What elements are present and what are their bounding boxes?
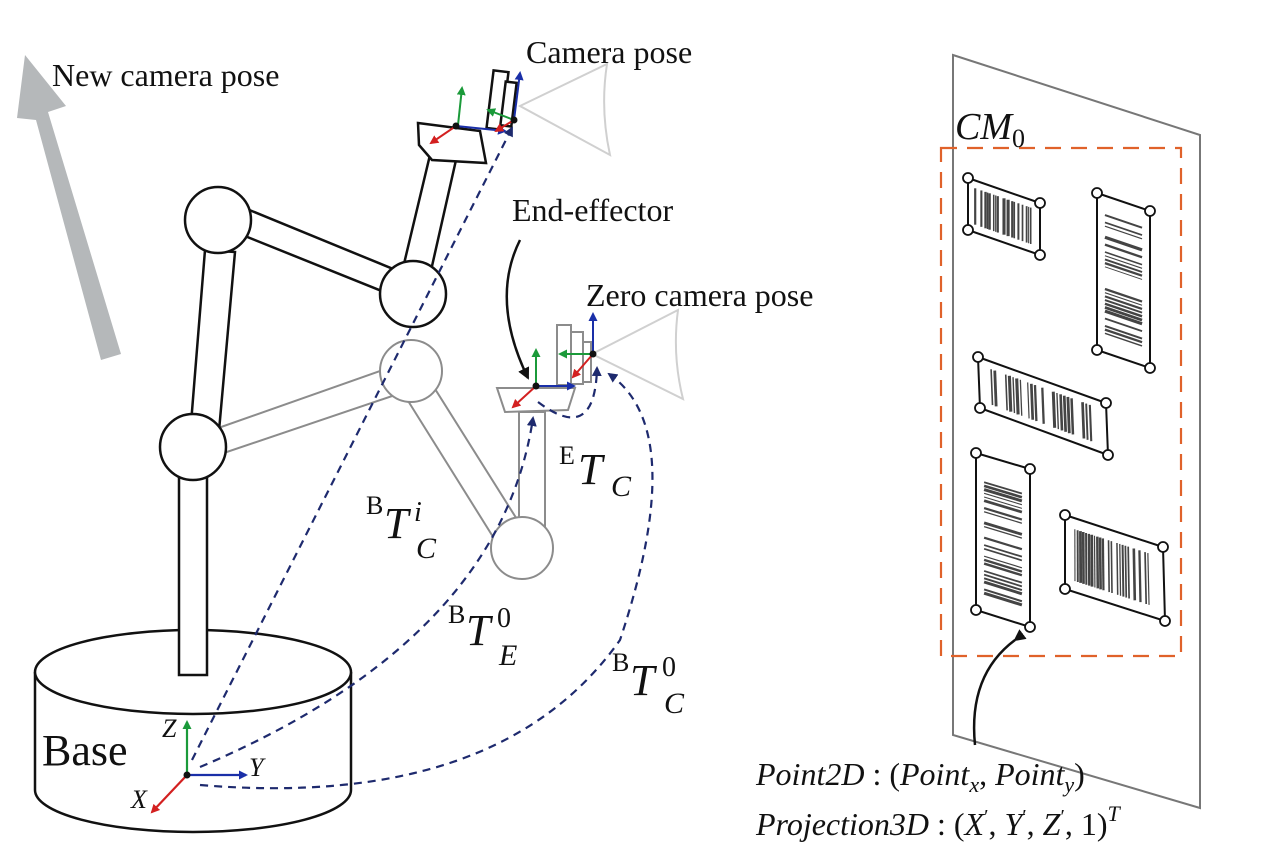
path-b-t-e0	[199, 416, 537, 769]
corner-marker	[1091, 187, 1103, 199]
svg-text:C: C	[664, 687, 685, 720]
robot-base	[33, 628, 353, 834]
corner-marker	[962, 224, 974, 236]
corner-pointer	[972, 629, 1027, 746]
new-camera-pose-label: New camera pose	[52, 57, 279, 93]
label-e-t-c: E T C	[559, 441, 632, 503]
corner-marker	[1159, 615, 1171, 627]
corner-marker	[1100, 397, 1112, 409]
corner-marker	[1144, 362, 1156, 374]
corner-marker	[1091, 344, 1103, 356]
base-label: Base	[42, 726, 128, 775]
end-effector-label: End-effector	[512, 192, 673, 228]
calibration-board: CM0	[939, 53, 1201, 810]
svg-text:0: 0	[497, 603, 511, 634]
corner-marker	[1034, 197, 1046, 209]
svg-text:E: E	[559, 441, 575, 470]
svg-text:B: B	[366, 491, 383, 520]
corner-marker	[1024, 463, 1036, 475]
axis-y-label: Y	[249, 753, 266, 782]
base-axes-icon	[150, 720, 248, 814]
corner-marker	[1059, 509, 1071, 521]
board-roi-outline	[939, 146, 1183, 658]
projection3d-formula: Projection3D : (X′, Y′, Z′, 1)T	[755, 801, 1121, 842]
barcode-tag-1	[962, 172, 1046, 261]
path-b-t-c0	[199, 372, 654, 790]
corner-marker	[974, 402, 986, 414]
zero-camera-pose-label: Zero camera pose	[586, 277, 813, 313]
point2d-formula: Point2D : (Pointx, Pointy)	[755, 756, 1085, 797]
label-b-t-c0: B T 0 C	[612, 648, 685, 720]
board-name-label: CM0	[955, 106, 1025, 153]
barcodes-group	[962, 172, 1171, 633]
label-b-t-e0: B T 0 E	[448, 600, 517, 672]
corner-marker	[1024, 621, 1036, 633]
corner-marker	[1144, 205, 1156, 217]
corner-marker	[962, 172, 974, 184]
robot-arm-current-pose	[158, 62, 612, 677]
path-b-t-ci	[191, 126, 513, 761]
camera-pose-label: Camera pose	[526, 34, 692, 70]
barcode-tag-4	[970, 447, 1036, 633]
corner-marker	[1102, 449, 1114, 461]
end-effector-pointer	[505, 239, 530, 380]
svg-text:0: 0	[662, 652, 676, 683]
svg-text:T: T	[466, 606, 494, 655]
svg-text:i: i	[414, 497, 422, 528]
corner-marker	[1034, 249, 1046, 261]
barcode-tag-3	[972, 351, 1114, 461]
svg-text:T: T	[578, 445, 606, 494]
transform-paths	[191, 126, 654, 790]
corner-marker	[970, 604, 982, 616]
svg-text:C: C	[611, 470, 632, 503]
svg-text:T: T	[384, 499, 412, 548]
corner-marker	[972, 351, 984, 363]
svg-text:E: E	[498, 639, 517, 672]
camera-pose-axes-icon	[429, 71, 524, 145]
axis-z-label: Z	[162, 714, 177, 743]
robot-arm-zero-pose	[202, 308, 685, 580]
path-e-t-c	[537, 366, 602, 419]
svg-text:T: T	[630, 656, 658, 705]
axis-x-label: X	[130, 785, 148, 814]
label-b-t-ci: B T i C	[366, 491, 437, 565]
corner-marker	[970, 447, 982, 459]
barcode-tag-5	[1059, 509, 1171, 627]
motion-arrow	[17, 55, 121, 360]
corner-marker	[1157, 541, 1169, 553]
barcode-tag-2	[1091, 187, 1156, 374]
svg-text:B: B	[612, 648, 629, 677]
zero-pose-axes-icon	[511, 312, 598, 409]
svg-text:C: C	[416, 532, 437, 565]
svg-text:B: B	[448, 600, 465, 629]
corner-marker	[1059, 583, 1071, 595]
